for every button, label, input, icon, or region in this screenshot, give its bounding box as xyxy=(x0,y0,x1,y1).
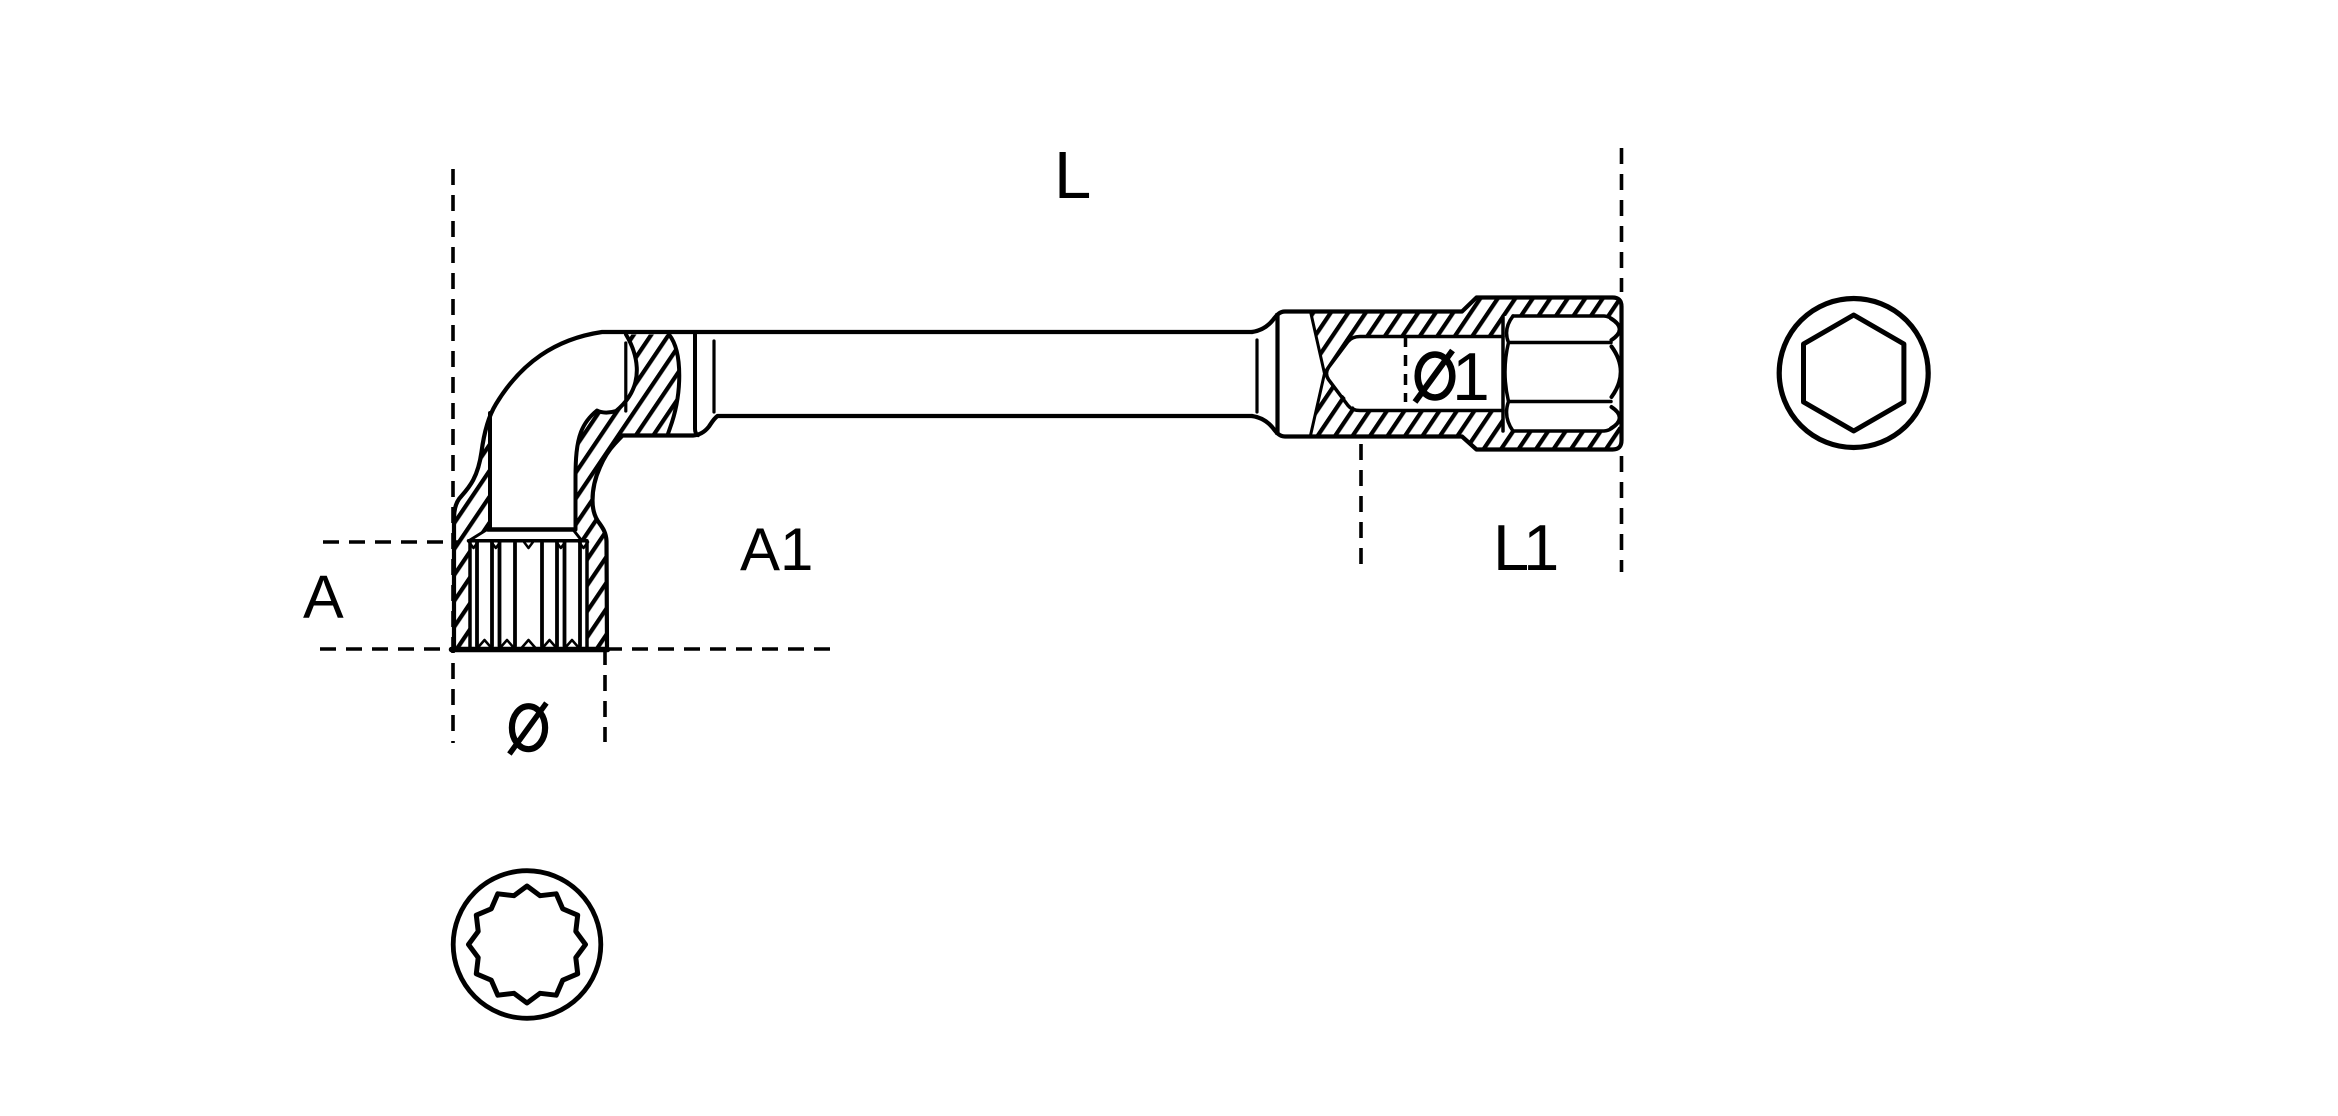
svg-text:L1: L1 xyxy=(1493,511,1556,584)
svg-text:A1: A1 xyxy=(740,516,813,583)
svg-text:L: L xyxy=(1054,138,1091,213)
svg-text:A: A xyxy=(303,563,344,631)
svg-text:1: 1 xyxy=(1452,339,1490,415)
